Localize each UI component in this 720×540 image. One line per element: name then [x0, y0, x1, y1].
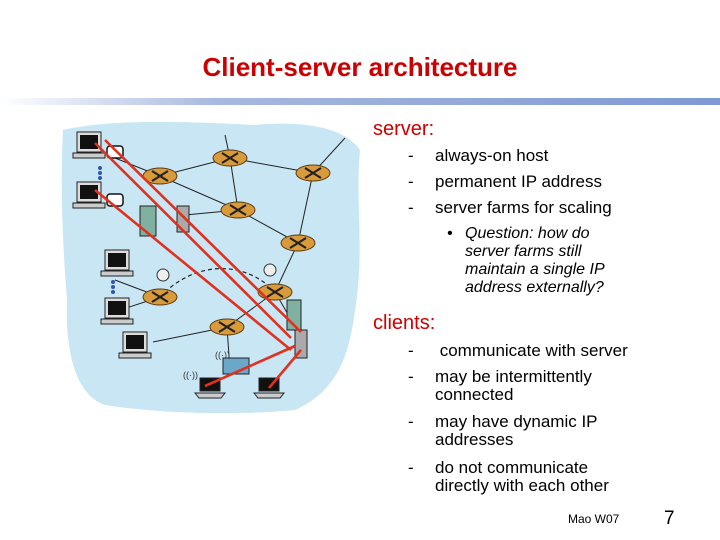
server-point: - always-on host: [408, 146, 549, 165]
client-point: - do not communicate directly with each …: [408, 458, 609, 495]
router-icon: [142, 167, 178, 185]
page-number: 7: [664, 508, 675, 529]
footer-text: Mao W07: [568, 512, 620, 526]
router-icon: [209, 318, 245, 336]
desktop-computer-icon: [118, 331, 152, 359]
server-heading: server:: [373, 118, 435, 140]
title-divider: [0, 98, 720, 105]
ellipsis-dots: [111, 280, 115, 294]
router-icon: [295, 164, 331, 182]
client-point: - may be intermittently connected: [408, 367, 592, 404]
router-icon: [220, 201, 256, 219]
desktop-computer-icon: [100, 249, 134, 277]
router-icon: [280, 234, 316, 252]
network-diagram: ((·)) ((·)): [61, 121, 360, 414]
desktop-computer-icon: [72, 131, 106, 159]
satellite-dish-icon: [156, 268, 170, 282]
laptop-icon: [193, 377, 227, 399]
server-point: - permanent IP address: [408, 172, 602, 191]
desktop-computer-icon: [100, 297, 134, 325]
desktop-computer-icon: [72, 181, 106, 209]
wireless-signal-icon: ((·)): [183, 370, 198, 380]
dashed-link: [159, 268, 276, 298]
satellite-dish-icon: [263, 263, 277, 277]
clients-heading: clients:: [373, 312, 436, 334]
client-server-arrows: [94, 139, 302, 389]
client-point: - may have dynamic IP addresses: [408, 412, 598, 449]
router-icon: [142, 288, 178, 306]
router-icon: [257, 283, 293, 301]
server-point: - server farms for scaling: [408, 198, 612, 217]
slide-title: Client-server architecture: [202, 52, 518, 82]
router-icon: [212, 149, 248, 167]
ellipsis-dots: [98, 166, 102, 180]
question-bullet: • Question: how do server farms still ma…: [447, 225, 605, 296]
client-point: - communicate with server: [408, 341, 628, 360]
wireless-signal-icon: ((·)): [215, 350, 230, 360]
telephone-icon: [106, 193, 124, 207]
